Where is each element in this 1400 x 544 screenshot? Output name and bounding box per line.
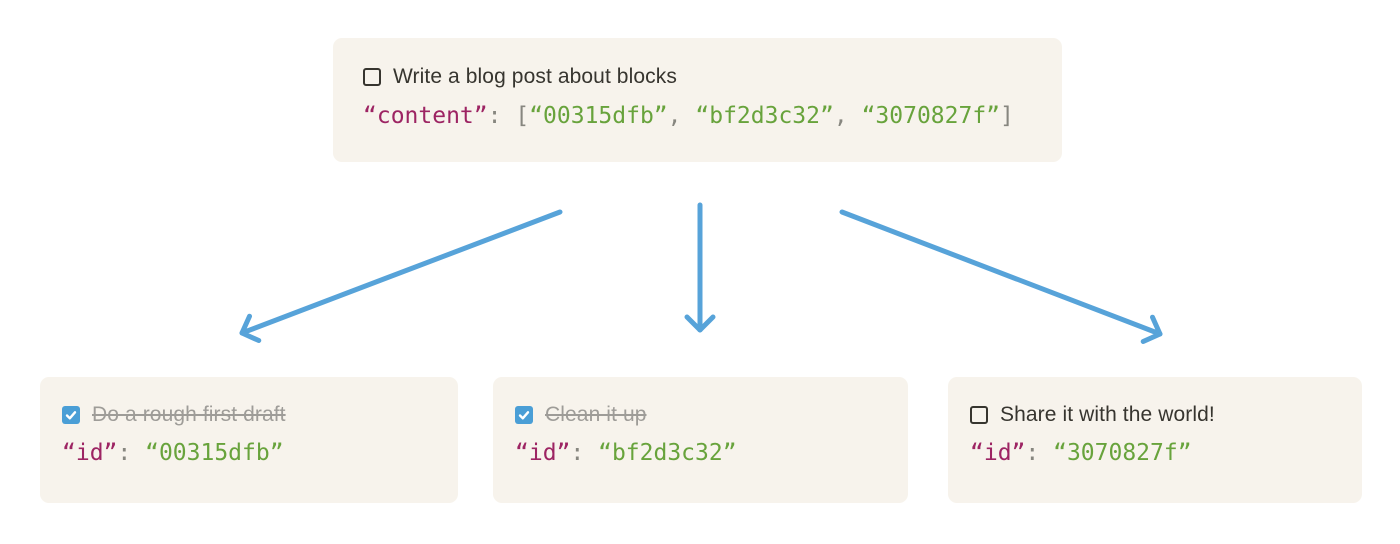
parent-todo-row: Write a blog post about blocks [363, 65, 1034, 89]
child-block-card-1: Do a rough first draft “id”: “00315dfb” [40, 377, 458, 503]
code-colon: : [570, 440, 599, 466]
code-string-id: “00315dfb” [145, 440, 284, 466]
arrow-to-child-1 [239, 209, 563, 344]
code-key: “id” [515, 440, 571, 466]
checkmark-icon [65, 411, 77, 420]
child-1-todo-label: Do a rough first draft [92, 403, 286, 426]
code-bracket-open: [ [515, 103, 530, 129]
code-string-id-1: “00315dfb” [529, 103, 668, 129]
parent-block-card: Write a blog post about blocks “content”… [333, 38, 1062, 162]
child-1-todo-row: Do a rough first draft [62, 403, 438, 427]
code-key: “content” [363, 103, 488, 129]
checkmark-icon [518, 411, 530, 420]
parent-todo-label: Write a blog post about blocks [393, 65, 677, 88]
child-3-code-line: “id”: “3070827f” [970, 439, 1342, 467]
code-string-id-3: “3070827f” [861, 103, 1001, 129]
code-string-id: “bf2d3c32” [598, 440, 737, 466]
code-colon: : [487, 103, 516, 129]
child-2-todo-label: Clean it up [545, 403, 647, 426]
child-2-todo-row: Clean it up [515, 403, 888, 427]
code-colon: : [1025, 440, 1054, 466]
parent-code-line: “content”: [“00315dfb”, “bf2d3c32”, “307… [363, 102, 1034, 130]
code-separator: , [667, 103, 696, 129]
code-bracket-close: ] [1000, 103, 1014, 129]
child-3-todo-row: Share it with the world! [970, 403, 1342, 427]
child-block-card-3: Share it with the world! “id”: “3070827f… [948, 377, 1362, 503]
child-1-code-line: “id”: “00315dfb” [62, 439, 438, 467]
code-string-id: “3070827f” [1053, 440, 1192, 466]
arrow-to-child-3 [839, 209, 1163, 344]
child-block-card-2: Clean it up “id”: “bf2d3c32” [493, 377, 908, 503]
code-key: “id” [970, 440, 1026, 466]
code-key: “id” [62, 440, 118, 466]
child-3-todo-label: Share it with the world! [1000, 403, 1215, 426]
child-1-todo-checkbox[interactable] [62, 406, 80, 424]
child-3-todo-checkbox[interactable] [970, 406, 988, 424]
code-separator: , [833, 103, 862, 129]
child-2-code-line: “id”: “bf2d3c32” [515, 439, 888, 467]
code-string-id-2: “bf2d3c32” [695, 103, 834, 129]
child-2-todo-checkbox[interactable] [515, 406, 533, 424]
code-colon: : [117, 440, 146, 466]
parent-todo-checkbox[interactable] [363, 68, 381, 86]
